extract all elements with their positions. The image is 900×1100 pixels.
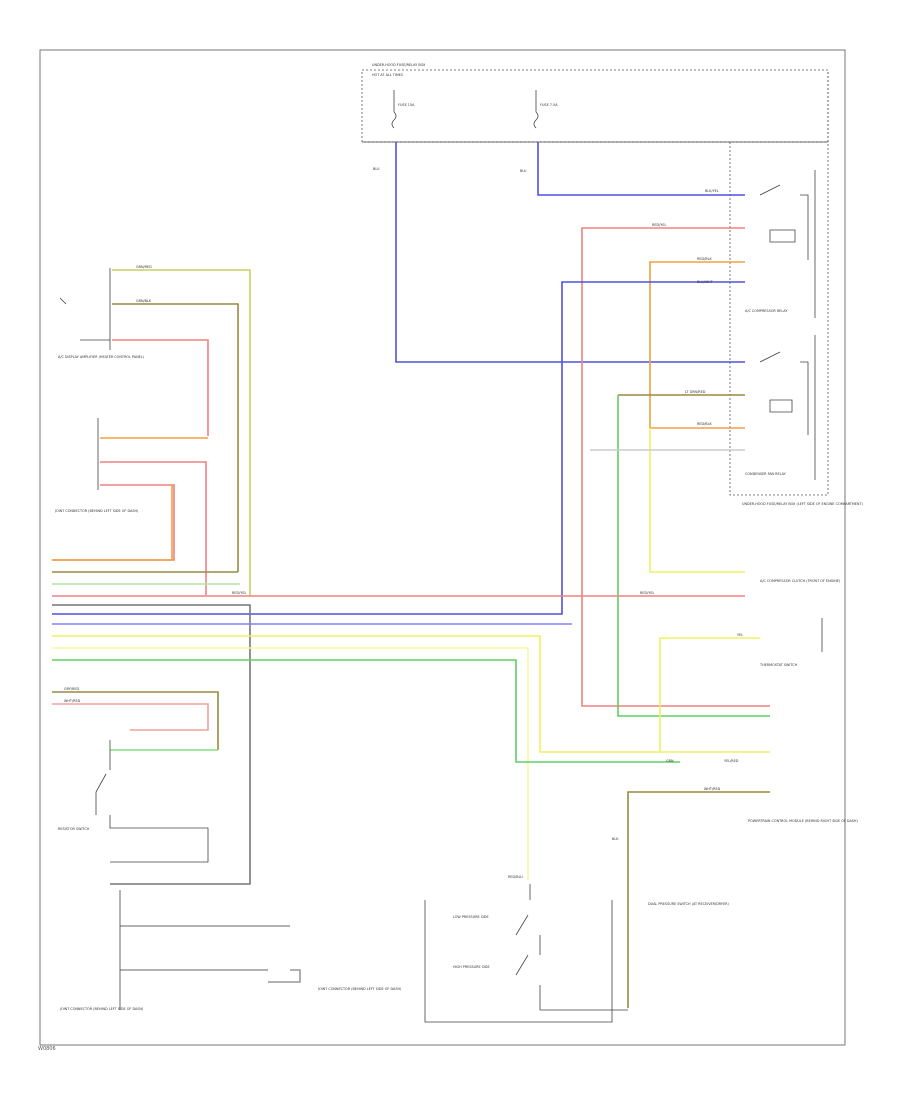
label-red-yel-right: RED/YEL: [640, 591, 654, 595]
fuse-b-label: FUSE 7.5A: [540, 103, 558, 107]
label-blu-b: BLU: [520, 169, 527, 173]
fuse-b-symbol: [533, 90, 539, 129]
fuse-box-subtitle: HOT AT ALL TIMES: [372, 73, 403, 77]
pcm-label: POWERTRAIN CONTROL MODULE (BEHIND RIGHT …: [748, 819, 858, 823]
label-red-blk: RED/BLK: [697, 257, 712, 261]
ac-relay-label: A/C COMPRESSOR RELAY: [745, 309, 788, 313]
bus-gray: [52, 604, 251, 885]
wire-yellow-thermo: [649, 428, 745, 573]
wire-pink-res: [52, 703, 209, 731]
bus-yellow-2: [52, 647, 529, 880]
wire-olive-res: [52, 691, 219, 750]
joint-e-label: JOINT CONNECTOR (BEHIND LEFT SIDE OF DAS…: [59, 1007, 144, 1011]
wire-gray-jd: [120, 925, 301, 983]
label-red-yel: RED/YEL: [652, 223, 666, 227]
label-grn-blk: GRN/BLK: [136, 299, 152, 303]
wire-olive-amp-1: [112, 269, 251, 596]
wire-blue-relay: [52, 281, 745, 615]
wire-olive-pcm: [627, 791, 770, 1008]
wire-red-amp: [112, 339, 209, 436]
amp-connectors: [59, 268, 111, 350]
label-red-yel-bus: RED/YEL: [232, 591, 246, 595]
wire-green-relay: [617, 395, 770, 717]
label-blk-ylw: BLK/YEL: [705, 189, 719, 193]
relay-box: A/C COMPRESSOR RELAY CONDENSER FAN RELAY…: [362, 70, 864, 506]
fuse-box-outline: [361, 69, 829, 143]
relay-box-outline: [729, 70, 829, 496]
clutch-label: A/C COMPRESSOR CLUTCH (FRONT OF ENGINE): [760, 579, 841, 583]
wire-red-relay: [581, 227, 770, 707]
wire-orange-relay: [649, 261, 745, 429]
label-lt-grn-red: LT GRN/RED: [685, 390, 706, 394]
bus-green: [52, 659, 680, 763]
wire-yellow-thermo-2: [659, 637, 760, 752]
dual-pressure-label: DUAL PRESSURE SWITCH (AT RECEIVER/DRYER): [648, 902, 729, 906]
dual-pressure-switch: LOW PRESSURE SIDE HIGH PRESSURE SIDE DUA…: [424, 884, 729, 1023]
bus-yellow-1: [52, 635, 640, 753]
joint-c-label: JOINT CONNECTOR (BEHIND LEFT SIDE OF DAS…: [54, 509, 139, 513]
low-pressure-label: LOW PRESSURE SIDE: [453, 915, 489, 919]
wire-blue-fuse-b: [537, 142, 745, 196]
label-ylw-red: YEL/RED: [724, 759, 739, 763]
label-grn-red: GRN/RED: [136, 265, 152, 269]
label-gry-red: GRY/RED: [64, 687, 79, 691]
label-blu-wht: BLU/WHT: [697, 280, 714, 284]
wire-red-jc-1: [100, 461, 207, 595]
wire-blue-fuse-a: [395, 142, 745, 363]
label-blk: BLK: [612, 837, 619, 841]
resistor-switch: RESISTOR SWITCH: [58, 740, 209, 863]
label-ylw: YEL: [737, 633, 743, 637]
label-wht-red-2: WHT/RED: [64, 699, 81, 703]
footer-code: W0806: [38, 1046, 56, 1052]
fuse-box: UNDER-HOOD FUSE/RELAY BOX HOT AT ALL TIM…: [361, 63, 829, 143]
resistor-switch-label: RESISTOR SWITCH: [58, 827, 90, 831]
resistor-switch-symbol: [95, 740, 209, 863]
label-blu-a: BLU: [373, 167, 380, 171]
joint-connector-c: JOINT CONNECTOR (BEHIND LEFT SIDE OF DAS…: [54, 418, 139, 513]
joint-d-label: JOINT CONNECTOR (BEHIND LEFT SIDE OF DAS…: [317, 987, 402, 991]
pressure-switch-contacts: [515, 884, 628, 1011]
ac-relay-contact: [759, 184, 809, 260]
label-wht-red: WHT/RED: [704, 787, 721, 791]
ac-display-amplifier: A/C DISPLAY AMPLIFIER (HEATER CONTROL PA…: [58, 268, 145, 359]
ac-amp-label: A/C DISPLAY AMPLIFIER (HEATER CONTROL PA…: [58, 355, 145, 359]
label-red-blk-2: RED/BLK: [697, 422, 712, 426]
fuse-a-symbol: [391, 90, 397, 129]
fuse-box-title: UNDER-HOOD FUSE/RELAY BOX: [372, 63, 426, 67]
fan-relay-label: CONDENSER FAN RELAY: [745, 472, 787, 476]
thermo-label: THERMOSTAT SWITCH: [759, 663, 798, 667]
label-red-blu: RED/BLU: [508, 875, 523, 879]
wire-olive-amp-2: [112, 303, 239, 572]
relay-box-label: UNDER-HOOD FUSE/RELAY BOX (LEFT SIDE OF …: [742, 502, 864, 506]
dual-pressure-outline: [424, 900, 613, 1023]
wire-red-jc-2: [52, 484, 175, 561]
diagram-frame: [39, 49, 846, 1046]
fuse-a-label: FUSE 15A: [398, 103, 415, 107]
high-pressure-label: HIGH PRESSURE SIDE: [453, 965, 490, 969]
label-grn: GRN: [666, 759, 674, 763]
fan-relay-contact: [759, 351, 809, 435]
